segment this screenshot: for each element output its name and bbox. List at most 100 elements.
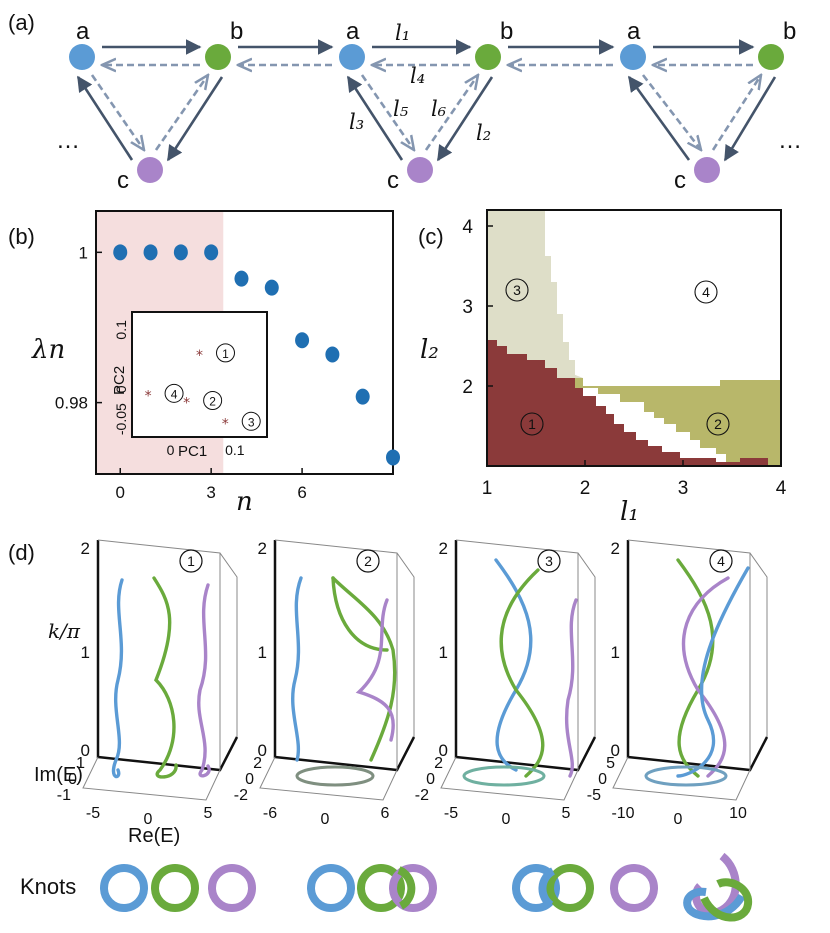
- inset-point-badge: [216, 343, 235, 363]
- x-tick-label: 0: [116, 483, 125, 502]
- plot-number-badge: [709, 549, 733, 573]
- re-tick-label: 10: [729, 805, 747, 822]
- band-curve-green-2: [331, 576, 389, 652]
- re-tick-label: 0: [321, 811, 330, 828]
- re-tick-label: 0: [502, 811, 511, 828]
- x-tick-label: 1: [482, 478, 493, 499]
- plot-number: 4: [717, 553, 725, 569]
- region-marker: [706, 412, 730, 436]
- node-a: [620, 44, 646, 70]
- re-tick-label: -5: [86, 805, 100, 822]
- axes-frame: [454, 540, 597, 772]
- node-c: [137, 157, 163, 183]
- band-curve-purple: [564, 598, 578, 778]
- node-a-label: a: [76, 18, 90, 45]
- data-point: [234, 270, 249, 287]
- node-c-label: c: [674, 167, 686, 194]
- plot-number-badge: [356, 549, 380, 573]
- region-marker: [694, 280, 718, 304]
- node-b-label: b: [500, 18, 513, 45]
- plot-number: 1: [187, 553, 195, 569]
- axes-box: [440, 539, 596, 801]
- hop-label-1: l₁: [395, 21, 410, 45]
- band-curve-green: [152, 576, 178, 779]
- zlabel-kpi: k/π: [48, 619, 81, 643]
- inset-point: *: [196, 348, 203, 364]
- panel-d-label: (d): [8, 540, 35, 565]
- axes-frame: [626, 540, 769, 772]
- data-point: [386, 449, 400, 466]
- region-label: 3: [513, 282, 521, 298]
- im-tick-label: 2: [434, 755, 443, 772]
- node-a-label: a: [346, 18, 360, 45]
- plot-number: 3: [545, 553, 553, 569]
- im-tick-label: -1: [57, 787, 71, 804]
- hop-arrow-a-to-c: [90, 74, 144, 150]
- data-point: [295, 332, 310, 349]
- node-a-label: a: [627, 18, 641, 45]
- axes-box: [612, 539, 768, 801]
- z-tick-label: 2: [258, 539, 267, 558]
- hop-arrow-c-to-a: [76, 75, 134, 161]
- inset-point-label: 3: [248, 415, 255, 429]
- region-label: 1: [528, 416, 536, 432]
- im-tick-label: 1: [76, 755, 85, 772]
- hop-arrow-c-to-b: [154, 75, 208, 151]
- axes-box: [82, 539, 238, 801]
- region-label: 2: [714, 416, 722, 432]
- hop-arrow-c-to-a: [627, 75, 691, 161]
- hop-arrow-b-to-c: [723, 76, 777, 162]
- hop-arrow-a-to-c: [360, 74, 414, 150]
- re-tick-label: -6: [263, 805, 277, 822]
- band-projection: [295, 765, 375, 787]
- panel-c-label: (c): [418, 224, 444, 249]
- im-label: Im(E): [34, 764, 83, 786]
- hop-arrow-b-to-c: [166, 76, 224, 162]
- knot-diagrams: [100, 852, 753, 922]
- band-curve-blue: [111, 578, 124, 779]
- x-tick-label: 3: [678, 478, 689, 499]
- ellipsis-left: …: [56, 127, 80, 154]
- region-marker: [505, 278, 529, 302]
- xlabel-l1: l₁: [620, 497, 639, 527]
- inset-x-tick-label: 0.1: [225, 442, 245, 458]
- plot-number-badge: [537, 549, 561, 573]
- band-curve-purple: [197, 583, 211, 778]
- band-curve-green: [331, 576, 397, 762]
- region-label: 4: [702, 284, 710, 300]
- plot-frame: [486, 209, 782, 467]
- node-b: [475, 44, 501, 70]
- band-curve-blue: [291, 576, 303, 762]
- ylabel-lambda: λn: [31, 335, 65, 365]
- z-tick-label: 2: [439, 539, 448, 558]
- inset-point: *: [222, 416, 229, 432]
- inset-point-label: 4: [171, 387, 178, 401]
- knot-ring-purple: [208, 864, 256, 912]
- xlabel-n: n: [236, 487, 253, 517]
- plot-number: 2: [364, 553, 372, 569]
- im-tick-label: 2: [253, 755, 262, 772]
- knot-ring-green: [546, 864, 594, 912]
- inset-xlabel: PC1: [178, 443, 207, 460]
- inset-point-label: 2: [209, 394, 216, 408]
- inset-point-badge: [164, 383, 184, 403]
- plot-number-badge: [179, 549, 203, 573]
- region-marker: [520, 412, 544, 436]
- band-curve-green: [499, 568, 545, 778]
- hop-arrow-c-to-b: [711, 75, 761, 151]
- z-tick-label: 1: [258, 643, 267, 662]
- z-tick-label: 2: [611, 539, 620, 558]
- hop-label-3: l₃: [349, 110, 364, 134]
- knot-ring-blue: [100, 864, 148, 912]
- re-tick-label: 6: [381, 805, 390, 822]
- hop-arrow-b-to-c: [436, 76, 494, 162]
- hop-label-4: l₅: [393, 97, 409, 121]
- z-tick-label: 1: [611, 643, 620, 662]
- axes-frame: [96, 540, 239, 772]
- im-tick-label: -2: [234, 787, 248, 804]
